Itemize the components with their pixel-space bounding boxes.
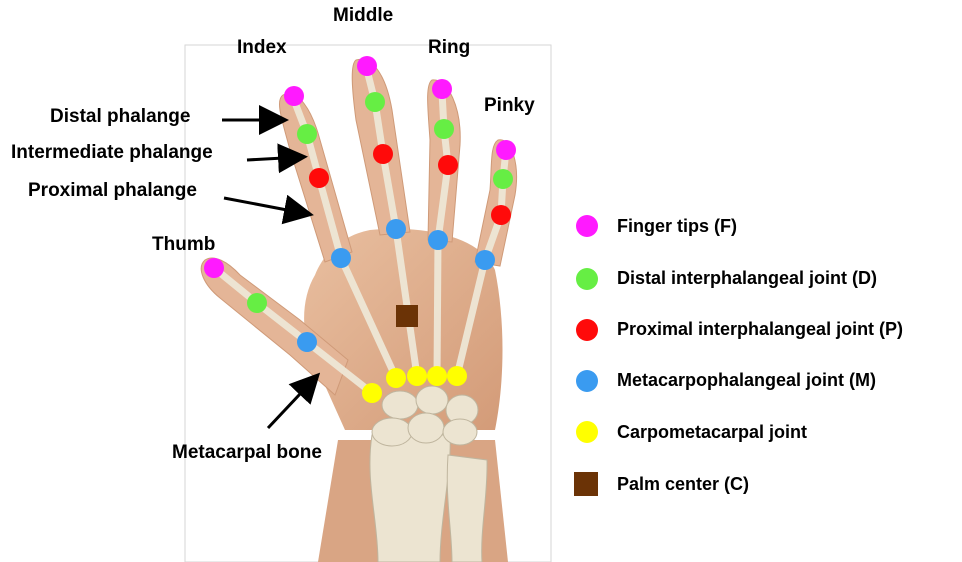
keypoint-mcp-index <box>331 248 351 268</box>
keypoint-pip-pinky <box>491 205 511 225</box>
keypoint-tip-middle <box>357 56 377 76</box>
keypoint-cmc-ring <box>427 366 447 386</box>
keypoint-tip-pinky <box>496 140 516 160</box>
label-metacarpal-bone: Metacarpal bone <box>172 442 322 464</box>
keypoint-cmc-index <box>386 368 406 388</box>
legend-marker-pip <box>576 319 598 341</box>
keypoint-cmc-thumb <box>362 383 382 403</box>
legend-marker-palm-center <box>574 472 598 496</box>
legend-marker-dip <box>576 268 598 290</box>
keypoint-pip-middle <box>373 144 393 164</box>
radius-bone <box>370 435 450 562</box>
label-middle: Middle <box>333 5 393 27</box>
label-proximal-phalange: Proximal phalange <box>28 180 197 202</box>
legend-marker-cmc <box>576 421 598 443</box>
keypoint-tip-ring <box>432 79 452 99</box>
legend-marker-finger-tips <box>576 215 598 237</box>
legend-label-pip: Proximal interphalangeal joint (P) <box>617 318 903 340</box>
keypoint-dip-ring <box>434 119 454 139</box>
keypoint-dip-thumb <box>247 293 267 313</box>
legend-label-finger-tips: Finger tips (F) <box>617 215 737 237</box>
keypoint-dip-index <box>297 124 317 144</box>
label-ring: Ring <box>428 37 470 59</box>
legend-label-cmc: Carpometacarpal joint <box>617 421 807 443</box>
legend-label-palm-center: Palm center (C) <box>617 473 749 495</box>
keypoint-dip-middle <box>365 92 385 112</box>
keypoint-pip-ring <box>438 155 458 175</box>
legend-marker-mcp <box>576 370 598 392</box>
keypoint-mcp-ring <box>428 230 448 250</box>
label-thumb: Thumb <box>152 234 215 256</box>
legend-label-dip: Distal interphalangeal joint (D) <box>617 267 877 289</box>
keypoint-mcp-middle <box>386 219 406 239</box>
keypoint-pip-index <box>309 168 329 188</box>
keypoint-tip-index <box>284 86 304 106</box>
label-index: Index <box>237 37 287 59</box>
keypoint-dip-pinky <box>493 169 513 189</box>
keypoint-cmc-middle <box>407 366 427 386</box>
keypoint-mcp-thumb <box>297 332 317 352</box>
label-pinky: Pinky <box>484 95 535 117</box>
keypoint-palm-center <box>396 305 418 327</box>
keypoint-cmc-pinky <box>447 366 467 386</box>
label-intermediate-phalange: Intermediate phalange <box>11 142 213 164</box>
keypoint-mcp-pinky <box>475 250 495 270</box>
label-distal-phalange: Distal phalange <box>50 106 190 128</box>
keypoint-tip-thumb <box>204 258 224 278</box>
legend-label-mcp: Metacarpophalangeal joint (M) <box>617 369 876 391</box>
ulna-bone <box>447 455 487 562</box>
